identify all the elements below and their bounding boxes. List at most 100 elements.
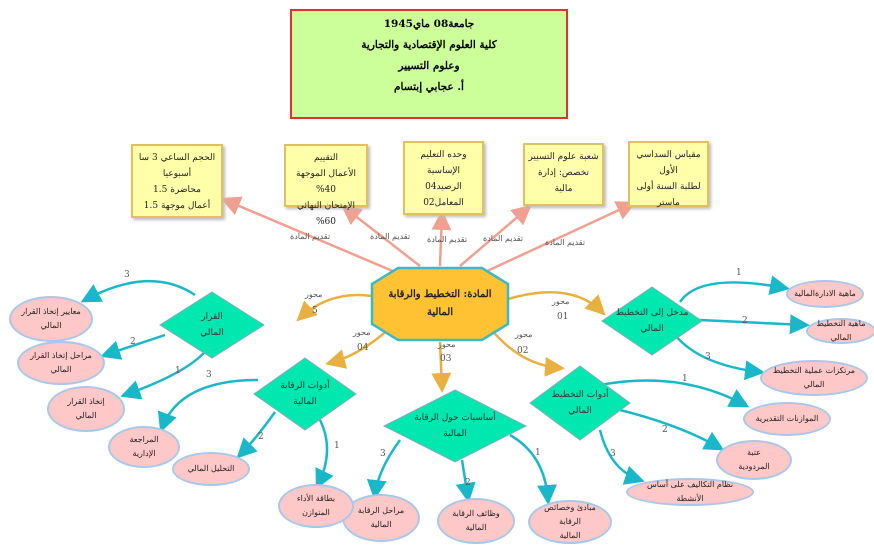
child-number: 1 (535, 448, 541, 458)
axis-number: 01 (557, 312, 569, 322)
header-line: كلية العلوم الإقتصادية والتجارية (361, 39, 497, 51)
axis-word: محور (305, 290, 323, 299)
topic-node: معايير إتخاذ القرار المالي (9, 296, 93, 342)
topic-node: عتبة المردودية (716, 440, 792, 480)
topic-node: إتخاذ القرار المالي (47, 386, 125, 432)
info-line: وحده التعليم (420, 150, 467, 160)
info-box-evaluation: التقييم الأعمال الموجهة 40% الإمتحان الن… (284, 144, 368, 227)
intro-label: تقديم المادة (545, 238, 586, 247)
topic-text: مراحل إتخاذ القرار (30, 351, 92, 360)
axis-title: المالي (568, 406, 592, 416)
info-box-unit: وحده التعليم الإساسية الرصيد04 المعامل02 (403, 141, 484, 215)
child-number: 3 (206, 370, 212, 380)
octagon-shape (370, 266, 510, 342)
info-line: الحجم الساعي 3 سا (138, 153, 216, 163)
topic-node: وظائف الرقابة المالية (437, 498, 515, 544)
info-line: أسبوعيا (162, 169, 192, 179)
topic-text: المالي (40, 321, 62, 330)
topic-text: المالي (75, 411, 97, 420)
topic-text: إتخاذ القرار (67, 397, 105, 406)
intro-label: تقديم المادة (290, 232, 331, 241)
intro-label: تقديم المادة (483, 234, 524, 243)
topic-text: المتوازن (302, 508, 330, 517)
child-number: 3 (610, 449, 616, 459)
axis-number: 04 (357, 343, 369, 353)
topic-node: ماهية التخطيط المالي (806, 318, 874, 344)
header-line: وعلوم التسيير (398, 60, 460, 72)
info-line: الأول (659, 166, 678, 176)
topic-node: مراحل إتخاذ القرار المالي (17, 341, 105, 385)
topic-node: نظام التكاليف على أساس الأنشطة (626, 478, 754, 506)
child-number: 2 (258, 432, 264, 442)
info-line: محاضرة 1.5 (153, 185, 201, 195)
child-number: 3 (705, 352, 711, 362)
child-number: 3 (380, 449, 386, 459)
topic-text: نظام التكاليف على أساس الأنشطة (646, 480, 734, 503)
topic-text: المالي (50, 365, 72, 374)
topic-text: بطاقة الأداء (296, 494, 336, 503)
info-line: لطلبة السنة أولى ماستر (636, 182, 701, 208)
axis-word: محور (515, 330, 533, 339)
info-box-semester: مقياس السداسي الأول لطلبة السنة أولى ماس… (628, 141, 709, 208)
info-box-branch: شعبة علوم التسيير تخصص: إدارة مالية (523, 143, 604, 206)
child-number: 3 (124, 270, 130, 280)
topic-text: وظائف الرقابة (452, 509, 500, 518)
axis-title: المالي (200, 328, 224, 338)
topic-node: المراجعة الإدارية (108, 426, 180, 468)
child-number: 1 (175, 366, 181, 376)
info-line: الرصيد04 (425, 182, 462, 192)
topic-text: مراحل الرقابة (357, 506, 405, 515)
axis-title: المالية (443, 429, 467, 439)
topic-node: مبادئ وخصائص الرقابة المالية المالية (528, 500, 612, 544)
info-line: مالية (554, 184, 573, 194)
child-number: 2 (465, 478, 471, 488)
axis-word: محور (353, 328, 371, 337)
child-number: 1 (736, 268, 742, 278)
axis-number: 02 (517, 346, 529, 356)
axis-title: مدخل إلى التخطيط (615, 308, 689, 318)
info-box-hours: الحجم الساعي 3 سا أسبوعيا محاضرة 1.5 أعم… (131, 144, 223, 218)
center-title: المالية (426, 307, 454, 318)
header-line: أ. عجابي إبتسام (394, 81, 464, 93)
info-line: تخصص: إدارة (537, 168, 590, 178)
topic-text: التحليل المالي (187, 464, 235, 473)
axis-number: 03 (440, 354, 452, 364)
info-line: مقياس السداسي (636, 150, 701, 160)
topic-text: المالية (559, 531, 581, 540)
axis-5-node: القرار المالي (158, 290, 266, 360)
info-line: التقييم (314, 153, 338, 163)
axis-title: أدوات الرقابة (280, 381, 330, 391)
topic-text: ماهية التخطيط المالي (816, 319, 866, 342)
axis-01-node: مدخل إلى التخطيط المالي (600, 285, 704, 357)
axis-title: القرار (201, 312, 223, 322)
center-title: المادة: التخطيط والرقابة (388, 289, 492, 300)
axis-title: المالي (640, 324, 664, 334)
axis-number: 5 (312, 306, 318, 316)
info-line: أعمال موجهة 1.5 (143, 201, 211, 211)
topic-text: الإدارية (132, 449, 156, 458)
axis-03-node: أساسيات حول الرقابة المالية (382, 388, 528, 464)
child-number: 1 (682, 374, 688, 384)
axis-title: أساسيات حول الرقابة (414, 413, 496, 423)
topic-text: مرتكزات عملية التخطيط المالي (772, 366, 856, 389)
child-number: 2 (742, 316, 748, 326)
axis-title: المالية (293, 397, 317, 407)
child-number: 1 (334, 441, 340, 451)
topic-text: المراجعة (129, 435, 159, 444)
intro-label: تقديم المادة (370, 232, 411, 241)
child-number: 2 (662, 425, 668, 435)
axis-04-node: أدوات الرقابة المالية (252, 356, 358, 432)
info-line: شعبة علوم التسيير (528, 152, 599, 162)
topic-text: مبادئ وخصائص الرقابة (544, 503, 596, 526)
topic-text: ماهية الادارةالمالية (794, 289, 856, 298)
university-header: جامعة08 ماي1945 كلية العلوم الإقتصادية و… (290, 9, 568, 119)
axis-title: أدوات التخطيط (551, 390, 609, 400)
topic-node: التحليل المالي (172, 452, 250, 486)
child-number: 2 (130, 337, 136, 347)
topic-node: بطاقة الأداء المتوازن (278, 484, 354, 528)
topic-text: معايير إتخاذ القرار (21, 307, 81, 316)
topic-text: المالية (370, 520, 392, 529)
info-line: الإساسية (427, 166, 460, 176)
subject-center-node: المادة: التخطيط والرقابة المالية (370, 266, 510, 342)
